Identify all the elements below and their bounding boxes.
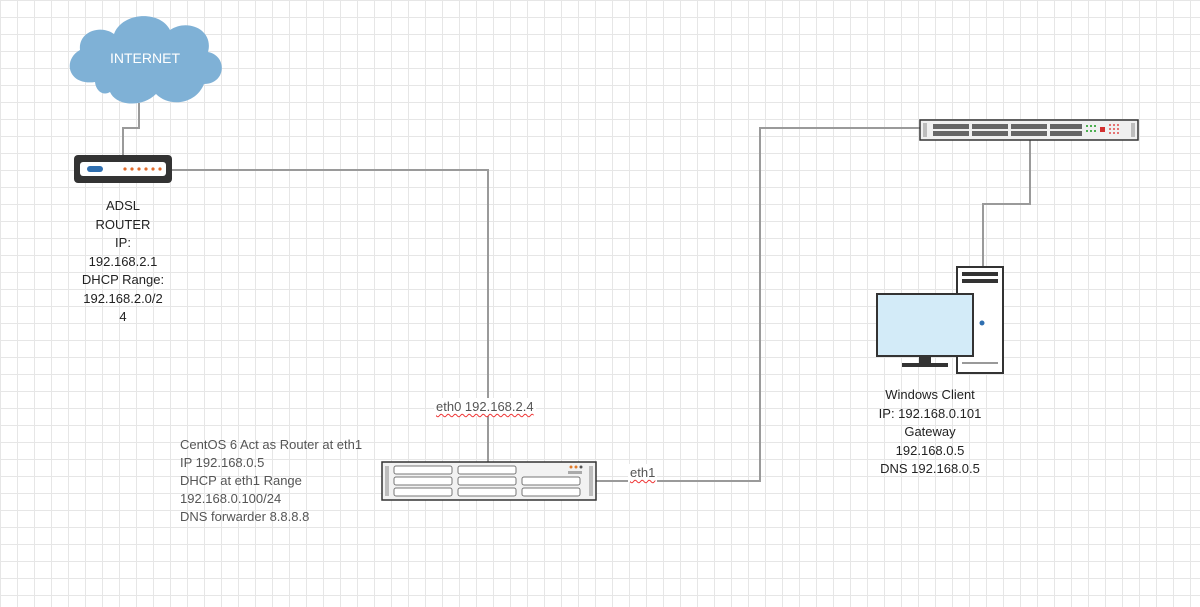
- client-label: Windows Client IP: 192.168.0.101 Gateway…: [862, 386, 998, 479]
- server-line-2: IP 192.168.0.5: [180, 455, 265, 470]
- eth0-label: eth0 192.168.2.4: [434, 398, 536, 416]
- server-label: CentOS 6 Act as Router at eth1 IP 192.16…: [180, 436, 362, 526]
- connector-lines: [122, 103, 1031, 482]
- eth0-text: eth0 192.168.2.4: [436, 399, 534, 414]
- internet-router-link: [122, 103, 140, 155]
- router-line-7: 4: [119, 309, 127, 324]
- router-line-1: ADSL: [106, 198, 140, 213]
- router-label: ADSL ROUTER IP: 192.168.2.1 DHCP Range: …: [63, 197, 183, 327]
- client-line-2: IP: 192.168.0.101: [878, 405, 982, 421]
- adsl-router-icon: [74, 155, 172, 183]
- router-line-6: 192.168.2.0/2: [83, 290, 163, 306]
- server-switch-link: [596, 127, 920, 482]
- router-line-4: 192.168.2.1: [88, 253, 158, 269]
- eth1-text: eth1: [630, 465, 656, 480]
- network-switch-icon: [919, 119, 1139, 141]
- router-server-link: [172, 169, 489, 462]
- server-line-5: DNS forwarder 8.8.8.8: [180, 509, 310, 524]
- centos-server-icon: [381, 461, 597, 501]
- eth1-label: eth1: [628, 464, 658, 482]
- internet-cloud-icon: [69, 16, 222, 104]
- desktop-computer-icon: [876, 266, 1004, 374]
- router-line-3: IP:: [115, 235, 131, 250]
- client-line-1: Windows Client: [885, 387, 975, 402]
- server-line-1: CentOS 6 Act as Router at eth1: [180, 437, 363, 452]
- router-line-5: DHCP Range:: [81, 272, 165, 287]
- client-line-4: 192.168.0.5: [895, 442, 965, 458]
- internet-label: INTERNET: [110, 50, 180, 66]
- server-line-3: DHCP at eth1 Range: [180, 473, 302, 488]
- switch-client-link: [982, 140, 1031, 267]
- server-line-4: 192.168.0.100/24: [180, 491, 282, 506]
- client-line-5: DNS 192.168.0.5: [880, 461, 980, 476]
- router-line-2: ROUTER: [95, 216, 151, 232]
- client-line-3: Gateway: [904, 424, 956, 439]
